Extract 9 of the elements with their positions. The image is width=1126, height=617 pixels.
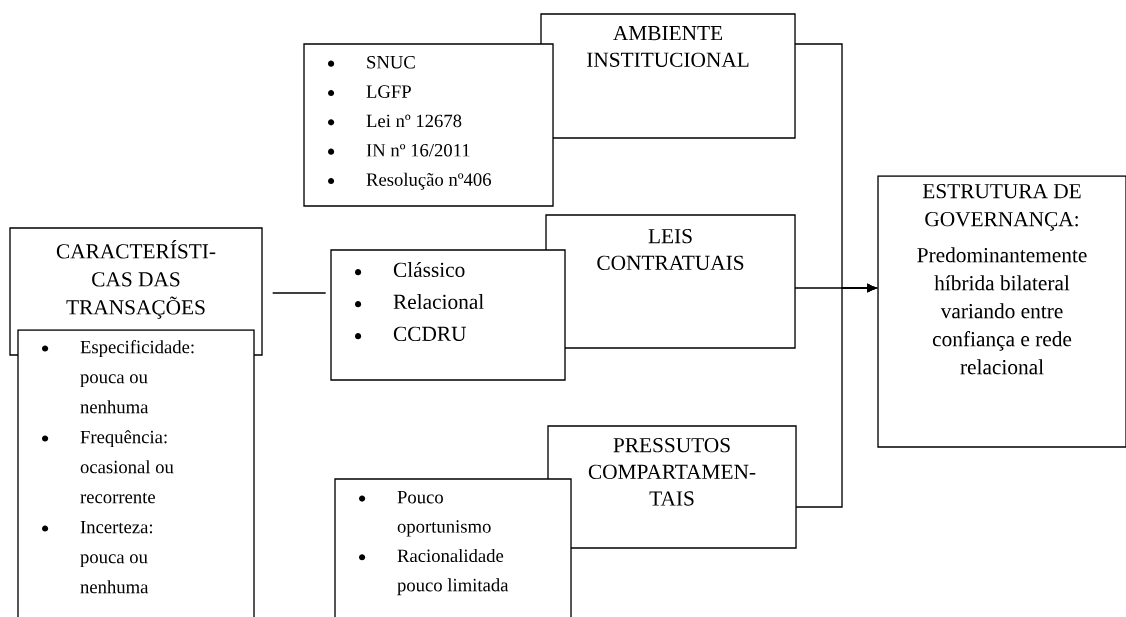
heading-box: PRESSUTOS COMPARTAMEN- TAIS: [547, 425, 797, 549]
bullet-list-box: Pouco oportunismo Racionalidade pouco limitada: [334, 478, 572, 617]
connector: [795, 283, 877, 508]
bullet-list-box: Clássico Relacional CCDRU: [330, 249, 566, 381]
heading-box: AMBIENTE INSTITUCIONAL: [540, 13, 796, 139]
connector: [272, 292, 327, 294]
bullet-list-box: SNUC LGFP Lei nº 12678 IN nº 16/2011 Resolução nº406: [303, 43, 554, 207]
heading-box: ESTRUTURA DE GOVERNANÇA: Predominantemente híbrida bilateral variando entre confiança e rede relacional: [877, 175, 1126, 448]
heading-box: LEIS CONTRATUAIS: [545, 214, 796, 349]
